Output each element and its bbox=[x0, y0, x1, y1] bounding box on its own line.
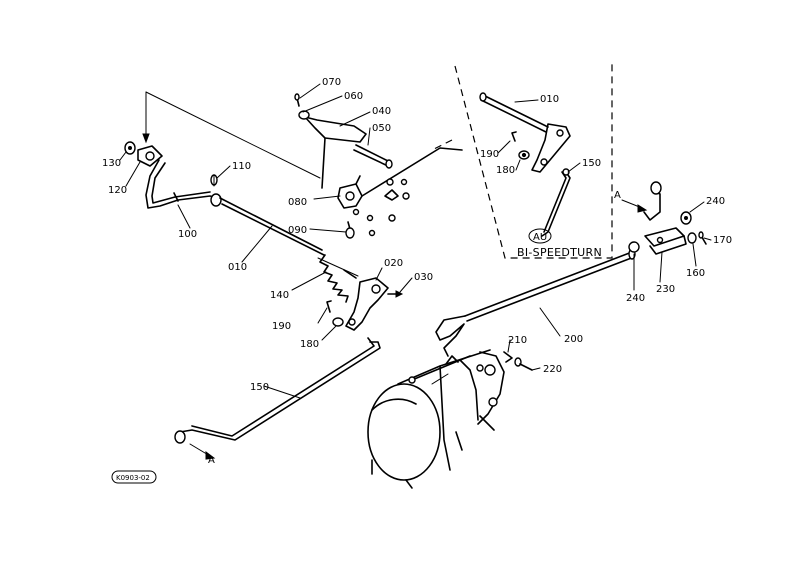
label-040: 040 bbox=[372, 106, 391, 117]
label-130: 130 bbox=[102, 158, 121, 169]
label-180-top: 180 bbox=[496, 165, 515, 176]
label-220: 220 bbox=[543, 364, 562, 375]
bracket-040 bbox=[142, 91, 367, 189]
transmission-housing bbox=[367, 349, 505, 489]
label-230: 230 bbox=[656, 284, 675, 295]
lever-020 bbox=[345, 277, 389, 331]
label-110: 110 bbox=[232, 161, 251, 172]
label-060: 060 bbox=[344, 91, 363, 102]
variant-title: AU BI-SPEEDTURN bbox=[517, 228, 602, 259]
clip-210 bbox=[503, 351, 513, 363]
label-190-top: 190 bbox=[480, 149, 499, 160]
label-ref-a-bot: A bbox=[208, 455, 215, 466]
variant-lever-150 bbox=[531, 123, 571, 237]
label-140: 140 bbox=[270, 290, 289, 301]
label-070: 070 bbox=[322, 77, 341, 88]
variant-rod-010 bbox=[479, 92, 549, 133]
rod-100 bbox=[145, 159, 222, 209]
pin-070 bbox=[294, 93, 300, 107]
washer-060 bbox=[298, 110, 310, 120]
nut-240-bot bbox=[628, 241, 640, 253]
pin-030 bbox=[387, 290, 404, 298]
small-parts bbox=[366, 178, 410, 237]
label-200: 200 bbox=[564, 334, 583, 345]
label-240-top: 240 bbox=[706, 196, 725, 207]
variant-box bbox=[431, 62, 613, 259]
nut-130 bbox=[124, 141, 136, 155]
pin-170 bbox=[698, 231, 707, 245]
label-010-top: 010 bbox=[540, 94, 559, 105]
variant-badge: AU bbox=[533, 232, 547, 243]
variant-washer-180 bbox=[518, 150, 530, 160]
label-210: 210 bbox=[508, 335, 527, 346]
clip-110 bbox=[210, 174, 218, 187]
figure-code-text: K0903-02 bbox=[116, 474, 150, 482]
label-160: 160 bbox=[686, 268, 705, 279]
label-170: 170 bbox=[713, 235, 732, 246]
label-100: 100 bbox=[178, 229, 197, 240]
part-labels: 070 060 040 050 010 190 180 150 130 120 … bbox=[102, 77, 732, 466]
label-ref-a-top: A bbox=[614, 190, 621, 201]
clip-190 bbox=[326, 300, 332, 313]
variant-clip-190 bbox=[511, 131, 517, 142]
leader-lines bbox=[119, 83, 712, 399]
washer-180 bbox=[332, 317, 344, 327]
nut-240-top bbox=[680, 211, 692, 225]
pivot-080 bbox=[337, 147, 463, 216]
figure-code: K0903-02 bbox=[111, 470, 157, 484]
label-180-mid: 180 bbox=[300, 339, 319, 350]
label-240-bot: 240 bbox=[626, 293, 645, 304]
pin-220 bbox=[514, 357, 533, 371]
label-150-top: 150 bbox=[582, 158, 601, 169]
label-010-mid: 010 bbox=[228, 262, 247, 273]
label-150-bot: 150 bbox=[250, 382, 269, 393]
bracket-230 bbox=[621, 181, 687, 255]
label-190-mid: 190 bbox=[272, 321, 291, 332]
variant-title-text: BI-SPEEDTURN bbox=[517, 246, 602, 259]
label-030: 030 bbox=[414, 272, 433, 283]
rod-200 bbox=[435, 248, 636, 357]
pin-050 bbox=[353, 144, 393, 169]
label-020: 020 bbox=[384, 258, 403, 269]
washer-160 bbox=[687, 232, 697, 244]
label-050: 050 bbox=[372, 123, 391, 134]
label-090: 090 bbox=[288, 225, 307, 236]
ball-joint-120 bbox=[137, 145, 163, 167]
label-120: 120 bbox=[108, 185, 127, 196]
bolt-090 bbox=[345, 221, 355, 239]
rod-010-main bbox=[219, 197, 325, 256]
rod-150 bbox=[174, 337, 381, 460]
spring-140 bbox=[317, 254, 359, 303]
label-080: 080 bbox=[288, 197, 307, 208]
